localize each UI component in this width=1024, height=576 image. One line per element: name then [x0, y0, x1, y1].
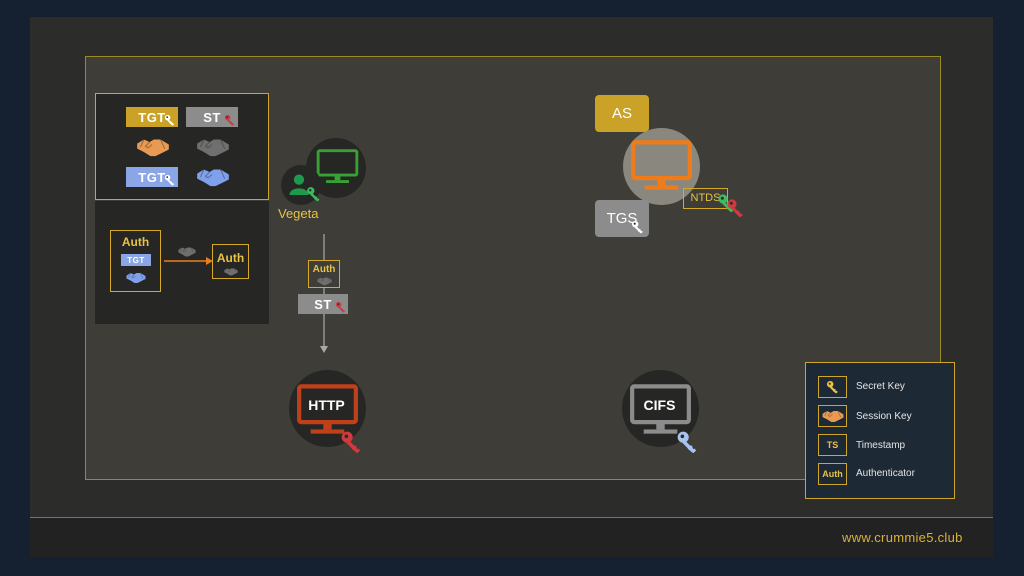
tgs-box: TGS [595, 200, 649, 237]
key-icon [164, 114, 176, 126]
handshake-icon [822, 409, 844, 423]
auth-result-box: Auth [212, 244, 249, 279]
tgs-label: TGS [606, 210, 638, 227]
client-name: Vegeta [278, 206, 319, 221]
request-arrow-down [320, 234, 328, 353]
auth-tgt-ticket: TGT [121, 254, 151, 266]
request-st-ticket: ST [298, 294, 348, 314]
request-auth-label: Auth [312, 264, 336, 275]
tgt-ticket-blue-label: TGT [138, 169, 166, 185]
cifs-label: CIFS [643, 397, 676, 413]
arrow-right [164, 257, 213, 265]
handshake-icon [224, 267, 238, 276]
handshake-icon-blue [196, 167, 230, 187]
handshake-icon-grey [196, 137, 230, 157]
legend-label: Session Key [856, 411, 912, 422]
ticket-palette [95, 93, 269, 200]
key-icon [826, 380, 840, 394]
key-icon [224, 114, 236, 126]
legend-label: Authenticator [856, 468, 915, 479]
handshake-icon [317, 276, 332, 286]
as-label: AS [611, 105, 632, 122]
handshake-icon-gold [136, 137, 170, 157]
key-icon [631, 220, 645, 234]
handshake-icon [126, 271, 146, 284]
auth-result-label: Auth [216, 251, 245, 265]
key-icon [164, 174, 176, 186]
request-st-label: ST [314, 296, 332, 312]
http-server-circle [289, 370, 366, 447]
key-icon [306, 186, 322, 202]
workstation-monitor-icon[interactable] [316, 148, 359, 185]
legend-label: Secret Key [856, 381, 905, 392]
as-box: AS [595, 95, 649, 132]
auth-tgt-label: TGT [127, 255, 145, 265]
legend-ts-box: TS [818, 434, 847, 456]
legend-auth-box: Auth [818, 463, 847, 485]
legend-ts-text: TS [826, 440, 839, 450]
legend-label: Timestamp [856, 440, 906, 451]
ntds-label: NTDS [690, 192, 721, 204]
site-url[interactable]: www.crummie5.club [842, 530, 963, 545]
tgt-ticket-blue: TGT [126, 167, 178, 187]
legend-auth-text: Auth [822, 469, 843, 479]
legend-key-box [818, 376, 847, 398]
footer-divider [30, 517, 993, 518]
auth-label: Auth [121, 235, 150, 249]
st-ticket-grey: ST [186, 107, 238, 127]
legend-session-box [818, 405, 847, 427]
key-icon [335, 301, 347, 313]
request-auth-box: Auth [308, 260, 340, 288]
st-ticket-label: ST [203, 109, 221, 125]
legend: Secret Key Session Key TS Timestamp Auth… [805, 362, 955, 499]
key-icon [726, 198, 746, 218]
tgt-ticket-gold: TGT [126, 107, 178, 127]
key-icon [676, 430, 700, 454]
http-label: HTTP [308, 397, 345, 413]
dc-monitor-icon[interactable] [630, 138, 693, 193]
tgt-ticket-label: TGT [138, 109, 166, 125]
footer-bar [30, 518, 993, 557]
key-icon [340, 430, 364, 454]
authenticator-box: Auth TGT [110, 230, 161, 292]
